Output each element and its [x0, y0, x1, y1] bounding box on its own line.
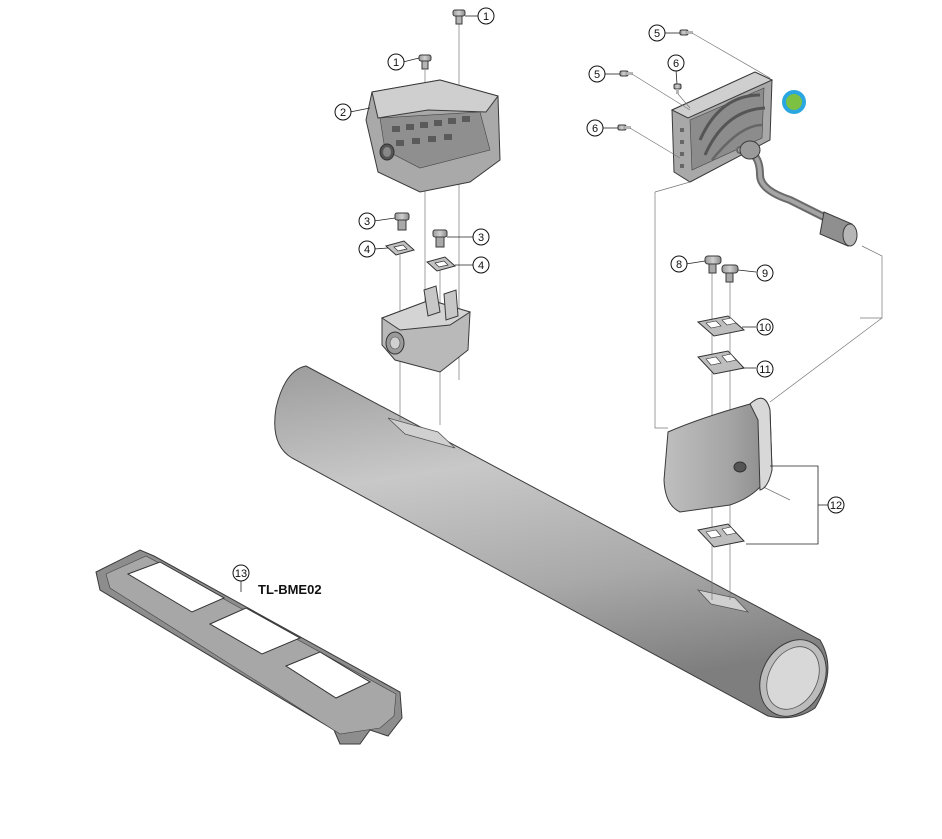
svg-text:3: 3	[478, 232, 484, 244]
callout-6b: 6	[586, 119, 604, 137]
svg-text:1: 1	[483, 11, 489, 23]
svg-text:10: 10	[759, 322, 771, 334]
bolt-icon	[617, 124, 631, 131]
bolt-icon	[394, 212, 410, 231]
svg-text:3: 3	[364, 216, 370, 228]
callout-4a: 4	[358, 240, 376, 258]
mount-bracket	[380, 285, 472, 373]
cable-connector-icon	[736, 140, 858, 247]
bolt-icon	[679, 29, 693, 36]
tube-mount-pad-lower	[696, 589, 750, 613]
svg-text:1: 1	[393, 57, 399, 69]
svg-text:9: 9	[762, 268, 768, 280]
tool-tl-bme02	[95, 549, 403, 745]
callout-6a: 6	[667, 54, 685, 72]
callout-2: 2	[334, 103, 352, 121]
callout-13: 13	[232, 564, 250, 582]
svg-text:5: 5	[654, 28, 660, 40]
svg-text:12: 12	[830, 500, 842, 512]
callout-12: 12	[827, 496, 845, 514]
bolt-icon	[452, 9, 466, 25]
callout-8: 8	[670, 255, 688, 273]
callout-4b: 4	[472, 256, 490, 274]
callout-leaders	[240, 15, 757, 592]
callout-5b: 5	[588, 65, 606, 83]
top-cover-part-2	[365, 79, 501, 193]
callout-5a: 5	[648, 24, 666, 42]
callout-11: 11	[756, 360, 774, 378]
bolt-icon	[721, 264, 739, 283]
svg-text:6: 6	[592, 123, 598, 135]
tube-mount-pad-upper	[387, 417, 456, 449]
bolt-icon	[673, 83, 682, 94]
svg-text:6: 6	[673, 58, 679, 70]
junction-box	[670, 71, 774, 183]
svg-text:5: 5	[594, 69, 600, 81]
callout-10: 10	[756, 318, 774, 336]
svg-text:4: 4	[364, 244, 370, 256]
callout-1b: 1	[387, 53, 405, 71]
callout-12-bracket	[746, 465, 828, 545]
svg-text:13: 13	[235, 568, 247, 580]
highlight-marker	[782, 90, 806, 114]
tool-label: TL-BME02	[258, 582, 322, 597]
callout-1a: 1	[477, 7, 495, 25]
gasket-icon	[697, 350, 745, 375]
cover-part-12	[663, 397, 773, 513]
callout-9: 9	[756, 264, 774, 282]
frame-tube	[274, 365, 829, 719]
gasket-icon	[384, 240, 416, 256]
svg-text:2: 2	[340, 107, 346, 119]
svg-text:8: 8	[676, 259, 682, 271]
gasket-icon	[697, 523, 745, 548]
bolt-icon	[432, 229, 448, 248]
callout-3a: 3	[358, 212, 376, 230]
gasket-icon	[696, 315, 746, 337]
gasket-icon	[425, 256, 457, 272]
svg-text:11: 11	[759, 364, 770, 376]
bolt-icon	[704, 255, 722, 274]
callout-3b: 3	[472, 228, 490, 246]
bolt-icon	[619, 70, 633, 77]
bolt-icon	[418, 54, 432, 70]
svg-text:4: 4	[478, 260, 484, 272]
